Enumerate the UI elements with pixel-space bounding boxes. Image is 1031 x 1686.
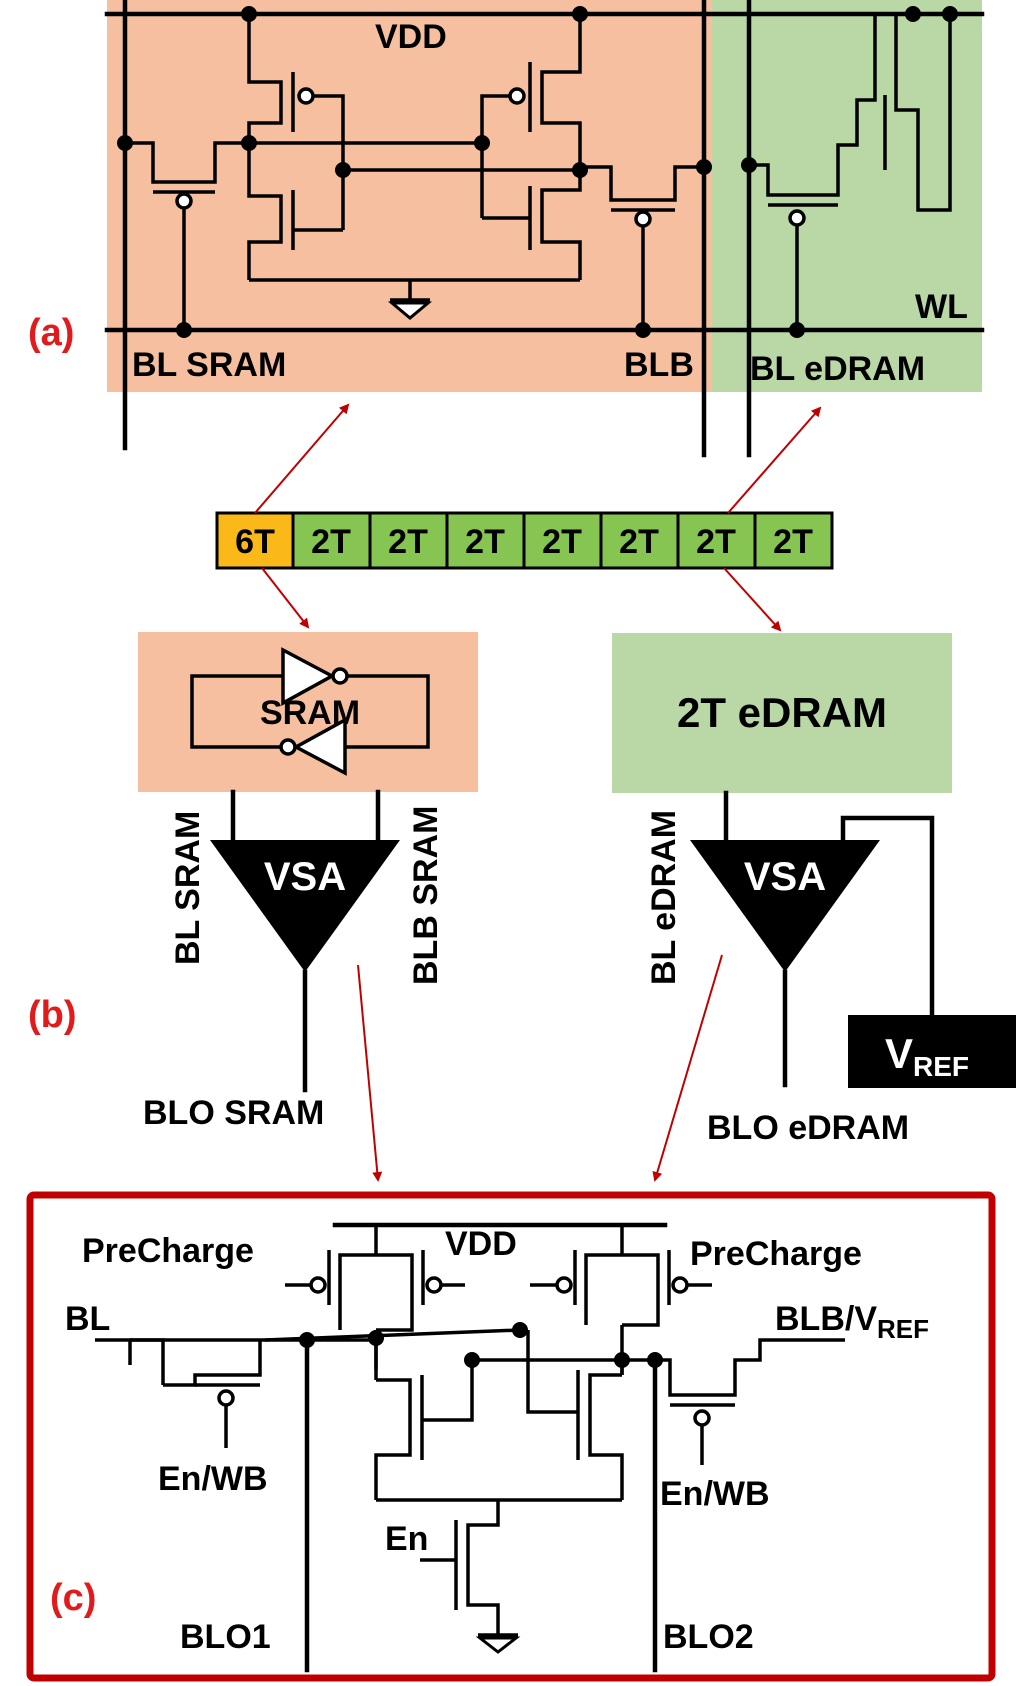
- row-cell: 6T: [215, 511, 295, 570]
- row-cell: 2T: [753, 511, 834, 570]
- row-cell: 2T: [291, 511, 372, 570]
- blb-sram-vertical-label: BLB SRAM: [407, 806, 445, 985]
- row-cell-label: 2T: [619, 523, 659, 561]
- bl-c-label: BL: [65, 1300, 110, 1338]
- arrow-to-sram-cell: [254, 403, 350, 514]
- wl-label: WL: [915, 288, 968, 326]
- vsa-left-triangle: [210, 840, 400, 972]
- section-c-frame: [26, 1191, 996, 1682]
- ground-c-symbol: [475, 1636, 521, 1654]
- precharge-left-label: PreCharge: [82, 1232, 254, 1270]
- blo1-label: BLO1: [180, 1618, 271, 1656]
- panel-c-label: (c): [50, 1577, 96, 1619]
- row-cell-label: 6T: [235, 523, 275, 561]
- sram-box: [138, 632, 478, 792]
- enwb-left-label: En/WB: [158, 1460, 268, 1498]
- bubble: [175, 192, 193, 210]
- arrow-sram-vsa-to-c: [357, 964, 383, 1182]
- blb-vref-main: BLB/V: [775, 1300, 877, 1338]
- edram-box-label: 2T eDRAM: [677, 689, 887, 736]
- section-b-sense-amplifiers: SRAM 2T eDRAM VSA BL SRAM BLB SRAM BLO S…: [28, 632, 1016, 1147]
- section-a-cell-schematic: VDD WL BL SRAM BLB BL eDRAM (a): [28, 0, 985, 458]
- row-cell-label: 2T: [542, 523, 582, 561]
- vref-box: [848, 1015, 1016, 1088]
- row-cell: 2T: [676, 511, 757, 570]
- vdd-c-label: VDD: [445, 1225, 517, 1263]
- ground-symbol: [387, 301, 433, 320]
- bl-sram-label: BL SRAM: [132, 346, 286, 384]
- arrow-to-sram-box: [261, 567, 310, 629]
- row-cell-label: 2T: [388, 523, 428, 561]
- connector-arrows: [254, 403, 822, 1182]
- panel-a-label: (a): [28, 312, 74, 354]
- row-cell: 2T: [445, 511, 526, 570]
- section-c-sense-amp-circuit: PreCharge PreCharge VDD BL BLB/VREF En/W…: [26, 1191, 996, 1682]
- blb-label: BLB: [624, 346, 694, 384]
- bl-edram-vertical-label: BL eDRAM: [645, 810, 683, 985]
- vref-main: V: [885, 1030, 913, 1077]
- inverter-top-icon: [281, 647, 336, 706]
- row-cell-label: 2T: [773, 523, 813, 561]
- arrow-to-edram-cell: [727, 406, 822, 514]
- arrow-to-edram-box: [723, 567, 782, 632]
- blo2-label: BLO2: [663, 1618, 754, 1656]
- blb-vref-label: BLB/VREF: [775, 1300, 929, 1344]
- panel-b-label: (b): [28, 994, 77, 1036]
- row-cell-label: 2T: [465, 523, 505, 561]
- arrow-edram-vsa-to-c: [652, 954, 723, 1182]
- vref-sub: REF: [913, 1051, 969, 1082]
- vdd-label: VDD: [375, 18, 447, 56]
- vsa-left-label: VSA: [264, 855, 346, 899]
- vsa-right-triangle: [690, 840, 880, 972]
- sram-box-label: SRAM: [260, 694, 360, 732]
- row-cell-label: 2T: [311, 523, 351, 561]
- row-cell-label: 2T: [696, 523, 736, 561]
- blo-edram-label: BLO eDRAM: [707, 1109, 909, 1147]
- inverter-bottom-icon: [292, 717, 347, 776]
- blo-sram-label: BLO SRAM: [143, 1094, 324, 1132]
- blb-vref-sub: REF: [877, 1314, 929, 1344]
- row-cell: 2T: [522, 511, 603, 570]
- vsa-right-label: VSA: [744, 855, 826, 899]
- row-cell: 2T: [368, 511, 449, 570]
- sram-cell-background: [107, 0, 712, 392]
- cell-row: 6T 2T 2T 2T 2T 2T 2T 2T: [215, 511, 834, 570]
- bl-sram-vertical-label: BL SRAM: [169, 811, 207, 965]
- edram-cell-background: [712, 0, 982, 392]
- precharge-right-label: PreCharge: [690, 1235, 862, 1273]
- enwb-right-label: En/WB: [660, 1475, 770, 1513]
- row-cell: 2T: [599, 511, 680, 570]
- vref-label: VREF: [885, 1030, 969, 1082]
- edram-box: [612, 633, 952, 793]
- bl-edram-label: BL eDRAM: [750, 350, 925, 388]
- en-label: En: [385, 1520, 428, 1558]
